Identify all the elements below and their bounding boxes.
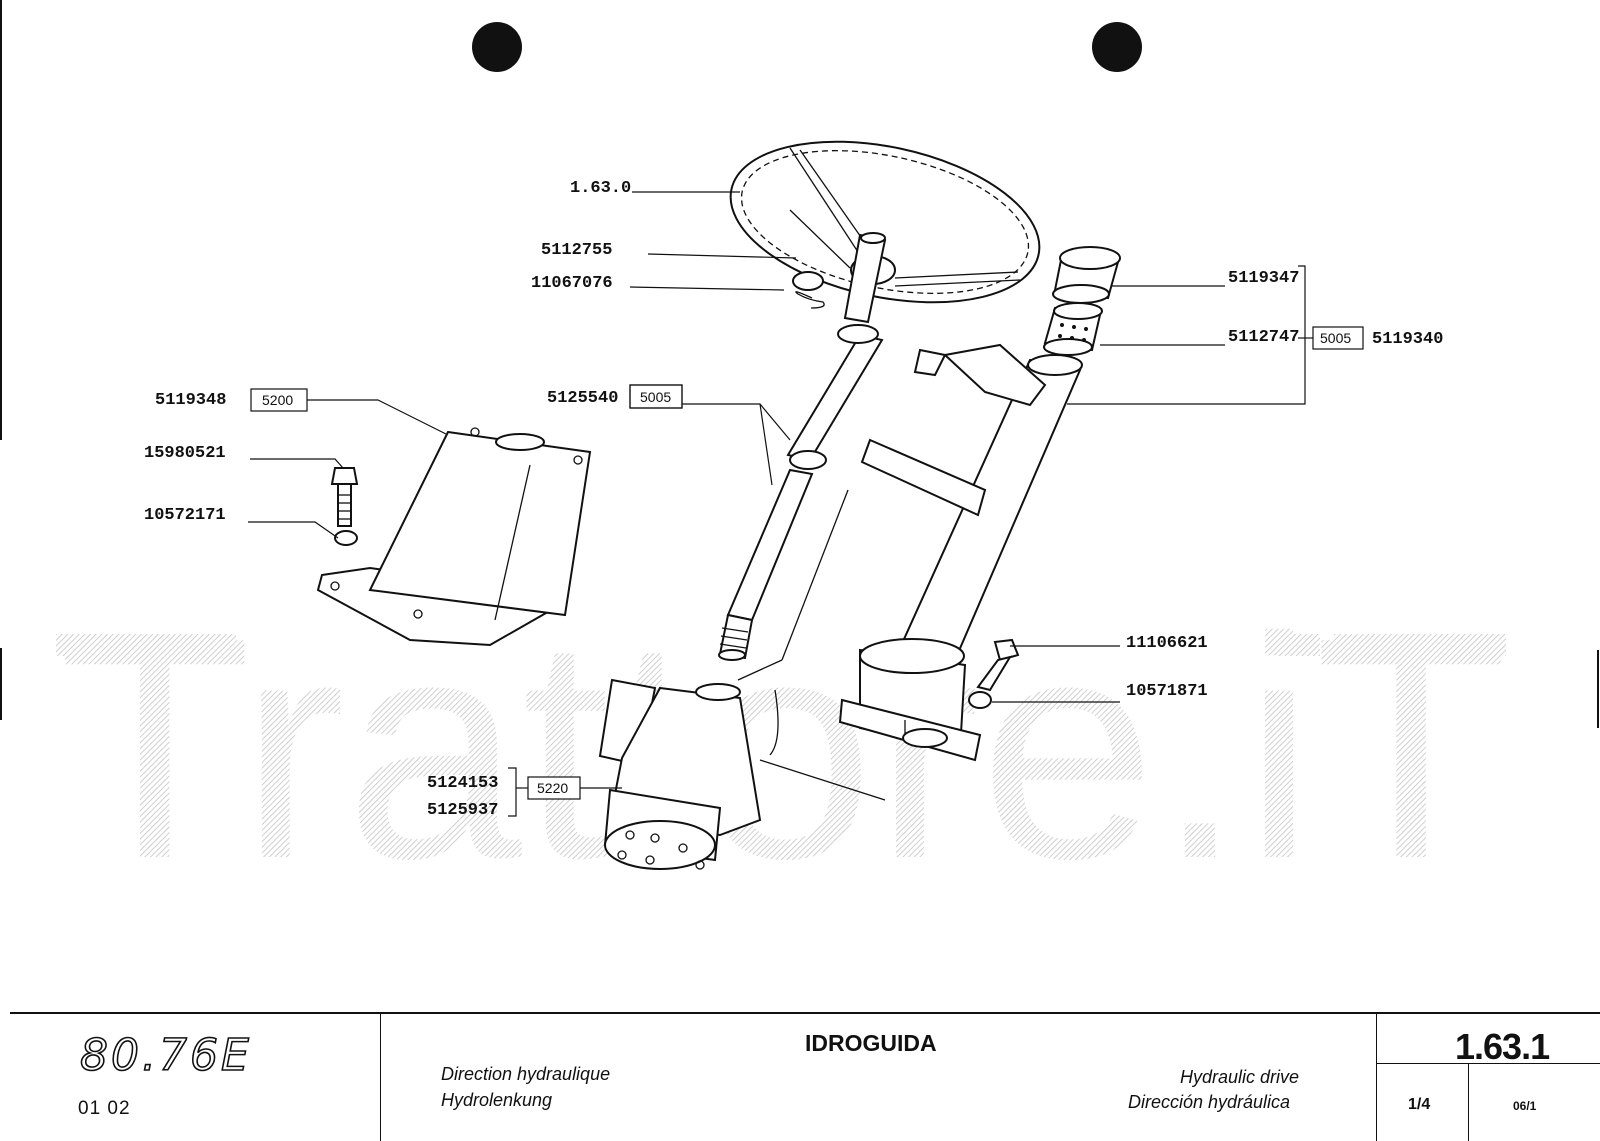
leader-lines (248, 191, 1313, 817)
page-title: IDROGUIDA (805, 1030, 937, 1056)
model-variants: 01 02 (78, 1098, 131, 1119)
title-german: Hydrolenkung (441, 1090, 553, 1110)
part-number-label: 11067076 (531, 274, 613, 293)
part-labels: 1.63.0 5112755 11067076 5119347 5112747 … (144, 179, 1443, 820)
punch-hole-right (1092, 22, 1142, 72)
part-number-label: 1.63.0 (570, 179, 631, 198)
part-number-label: 5125540 (547, 389, 618, 408)
part-number-label: 5119340 (1372, 330, 1443, 349)
divider (1468, 1063, 1469, 1141)
code-label: 5200 (262, 392, 293, 408)
support-housing (316, 427, 592, 647)
code-label: 5220 (537, 780, 568, 796)
divider (1376, 1063, 1600, 1064)
title-spanish: Dirección hydráulica (1128, 1092, 1291, 1112)
code-label: 5005 (640, 389, 671, 405)
title-french: Direction hydraulique (441, 1064, 611, 1084)
revision: 06/1 (1513, 1099, 1537, 1113)
part-number-label: 5112755 (541, 241, 612, 260)
washer-10572171 (334, 530, 358, 546)
bolt-15980521 (330, 467, 359, 527)
part-number-label: 11106621 (1126, 634, 1208, 653)
model-number: 80.76E (79, 1029, 252, 1082)
bolt-11106621 (976, 638, 1020, 692)
divider (380, 1012, 381, 1141)
code-box (250, 388, 308, 412)
part-number-label: 5124153 (427, 774, 498, 793)
part-number-label: 10571871 (1126, 682, 1208, 701)
punch-hole-left (472, 22, 522, 72)
bush-5119347 (1052, 246, 1121, 304)
part-number-label: 10572171 (144, 506, 226, 525)
steering-column-tube (838, 343, 1083, 762)
steering-wheel (729, 140, 1041, 304)
steering-unit (598, 678, 886, 870)
title-block-border (10, 1012, 1600, 1014)
needle-bearing-5112747 (1043, 302, 1103, 356)
sheet-number: 1/4 (1408, 1096, 1431, 1113)
part-number-label: 5125937 (427, 801, 498, 820)
steering-shaft (718, 232, 887, 681)
part-number-label: 15980521 (144, 444, 226, 463)
watermark-text: Trattore.iT (58, 572, 1508, 924)
part-number-label: 5112747 (1228, 328, 1299, 347)
part-number-label: 5119348 (155, 391, 226, 410)
code-box (1312, 326, 1364, 350)
title-block: 80.76E 01 02 IDROGUIDA Direction hydraul… (0, 1012, 1600, 1141)
code-box (527, 776, 581, 800)
part-number-label: 5119347 (1228, 269, 1299, 288)
washer-10571871 (968, 691, 992, 709)
code-label: 5005 (1320, 330, 1351, 346)
ring-5112755 (792, 271, 824, 291)
page-number: 1.63.1 (1455, 1026, 1550, 1067)
divider (1376, 1012, 1377, 1141)
circlip-11067076 (795, 291, 825, 309)
watermark: Trattore.iT (56, 572, 1508, 924)
code-box (629, 384, 683, 409)
title-english: Hydraulic drive (1180, 1067, 1300, 1087)
